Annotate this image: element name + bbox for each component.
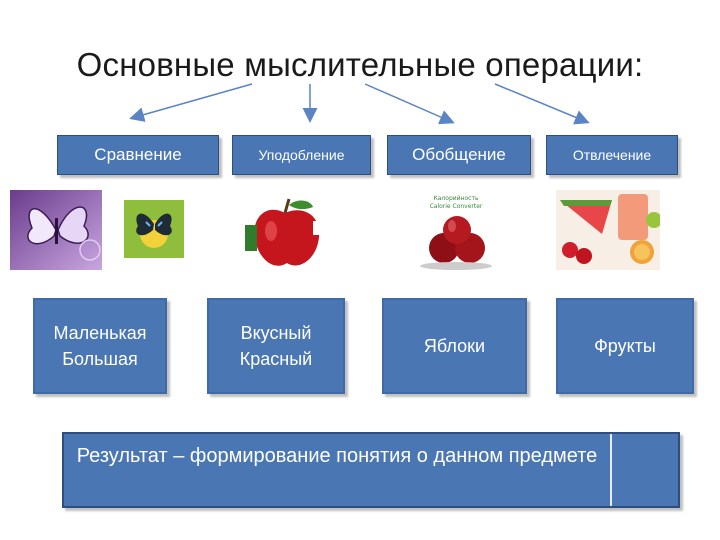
operation-label: Обобщение (412, 145, 506, 164)
operation-likening: Уподобление (232, 135, 371, 175)
example-label: Яблоки (423, 336, 486, 356)
arrow-to-generalization (364, 83, 455, 125)
example-comparison: Маленькая Большая (33, 298, 167, 394)
example-label: Маленькая Большая (53, 323, 147, 369)
svg-text:Calorie Converter: Calorie Converter (430, 203, 483, 210)
branch-arrows (129, 83, 590, 125)
result-text: Результат – формирование понятия о данно… (76, 445, 598, 467)
example-abstraction: Фрукты (556, 298, 694, 394)
arrow-to-comparison (129, 83, 253, 122)
arrow-to-abstraction (494, 83, 590, 125)
example-label: Вкусный Красный (239, 323, 313, 369)
svg-text:Калорийность: Калорийность (434, 195, 479, 202)
red-apple-image (245, 195, 327, 273)
butterfly-small-image (124, 200, 184, 258)
operation-label: Сравнение (94, 145, 182, 164)
example-likening: Вкусный Красный (207, 298, 345, 394)
fruits-image (556, 190, 660, 270)
operation-generalization: Обобщение (387, 135, 531, 175)
apples-book-image: Калорийность Calorie Converter (410, 190, 502, 272)
example-generalization: Яблоки (382, 298, 527, 394)
butterfly-purple-image (10, 190, 102, 270)
operation-abstraction: Отвлечение (546, 135, 678, 175)
operation-comparison: Сравнение (57, 135, 219, 175)
result-box: Результат – формирование понятия о данно… (62, 432, 680, 508)
example-label: Фрукты (594, 336, 656, 356)
page-title: Основные мыслительные операции: (76, 46, 644, 83)
operation-label: Уподобление (258, 147, 345, 163)
operation-label: Отвлечение (572, 147, 652, 163)
result-divider (610, 434, 612, 506)
